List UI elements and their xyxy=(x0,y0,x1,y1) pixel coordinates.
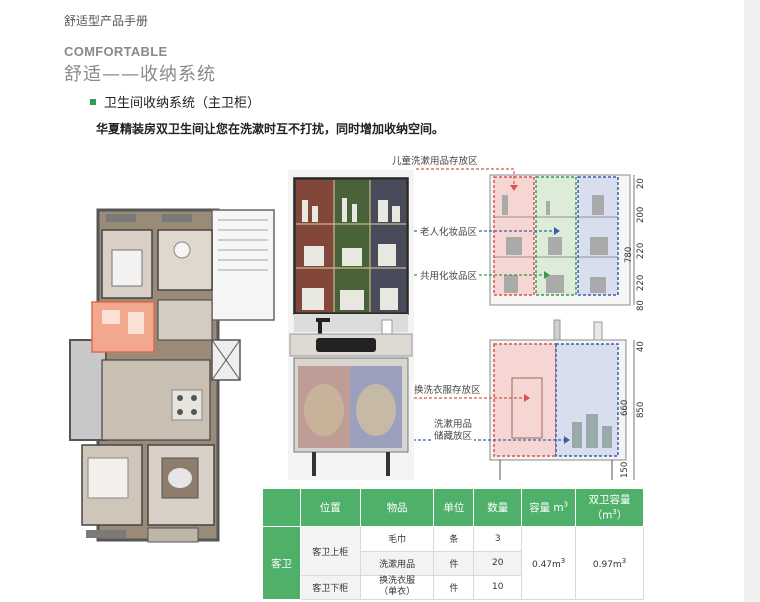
table-row: 客卫下柜 换洗衣服（单衣） 件 10 xyxy=(263,574,644,601)
header-capacity: 容量 m3 xyxy=(521,487,577,528)
section-title-cn: 舒适——收纳系统 xyxy=(64,64,216,85)
dim-upper-total: 780 xyxy=(624,246,634,263)
capacity-table: 位置 物品 单位 数量 容量 m3 双卫容量（m3） 客卫 客卫上柜 毛巾 条 … xyxy=(262,487,644,601)
header-blank xyxy=(262,487,301,528)
cell-capacity: 0.47m3 xyxy=(521,526,577,600)
intro-text: 华夏精装房双卫生间让您在洗漱时互不打扰，同时增加收纳空间。 xyxy=(96,122,445,136)
cell-item: 毛巾 xyxy=(359,526,435,552)
cell-position-lower: 客卫下柜 xyxy=(299,574,361,601)
cell-qty: 10 xyxy=(473,574,523,601)
label-toiletries-line2: 储藏放区 xyxy=(432,428,475,442)
dim-upper-220a: 220 xyxy=(636,242,646,259)
dim-lower-40: 40 xyxy=(636,341,646,352)
upper-cabinet-diagram: 儿童洗漱用品存放区 老人化妆品区 共用化妆品区 20 200 220 220 8… xyxy=(390,153,646,315)
header-position: 位置 xyxy=(299,487,361,528)
floor-plan-illustration xyxy=(62,190,282,580)
dim-lower-150: 150 xyxy=(620,461,630,478)
table-row: 客卫 客卫上柜 毛巾 条 3 0.47m3 0.97m3 xyxy=(262,526,644,600)
cell-qty: 3 xyxy=(473,526,523,552)
cell-item: 洗漱用品 xyxy=(359,550,435,576)
cell-position-upper: 客卫上柜 xyxy=(299,526,361,576)
page-edge-strip xyxy=(744,0,760,602)
cell-unit: 条 xyxy=(433,526,475,552)
subsection-title: 卫生间收纳系统（主卫柜） xyxy=(90,92,260,111)
label-shared-zone: 共用化妆品区 xyxy=(418,268,480,282)
header-unit: 单位 xyxy=(433,487,475,528)
dim-upper-220b: 220 xyxy=(636,274,646,291)
cell-unit: 件 xyxy=(433,550,475,576)
label-children-zone: 儿童洗漱用品存放区 xyxy=(390,153,480,167)
header-qty: 数量 xyxy=(473,487,523,528)
dim-upper-200: 200 xyxy=(636,206,646,223)
section-title-en: COMFORTABLE xyxy=(64,44,168,59)
dim-upper-80: 80 xyxy=(636,300,646,311)
cell-unit: 件 xyxy=(433,574,475,601)
group-label: 客卫 xyxy=(262,526,301,600)
cell-double-capacity: 0.97m3 xyxy=(575,526,644,600)
subsection-title-text: 卫生间收纳系统（主卫柜） xyxy=(104,96,261,111)
cell-item: 换洗衣服（单衣） xyxy=(359,574,435,601)
lower-cabinet-diagram: 换洗衣服存放区 洗漱用品 储藏放区 40 660 850 150 xyxy=(412,318,646,486)
brochure-title: 舒适型产品手册 xyxy=(64,14,149,28)
dim-lower-660: 660 xyxy=(620,399,630,416)
table-row: 洗漱用品 件 20 xyxy=(263,550,644,576)
cabinet-photo xyxy=(288,170,414,480)
header-item: 物品 xyxy=(359,487,435,528)
table-header-row: 位置 物品 单位 数量 容量 m3 双卫容量（m3） xyxy=(262,487,644,528)
label-toiletries-line1: 洗漱用品 xyxy=(432,416,475,430)
dim-lower-850: 850 xyxy=(636,401,646,418)
label-laundry-zone: 换洗衣服存放区 xyxy=(412,382,483,396)
label-elderly-zone: 老人化妆品区 xyxy=(418,224,480,238)
header-double-capacity: 双卫容量（m3） xyxy=(575,487,644,528)
dim-upper-20: 20 xyxy=(636,178,646,189)
cell-qty: 20 xyxy=(473,550,523,576)
square-bullet-icon xyxy=(90,98,96,105)
